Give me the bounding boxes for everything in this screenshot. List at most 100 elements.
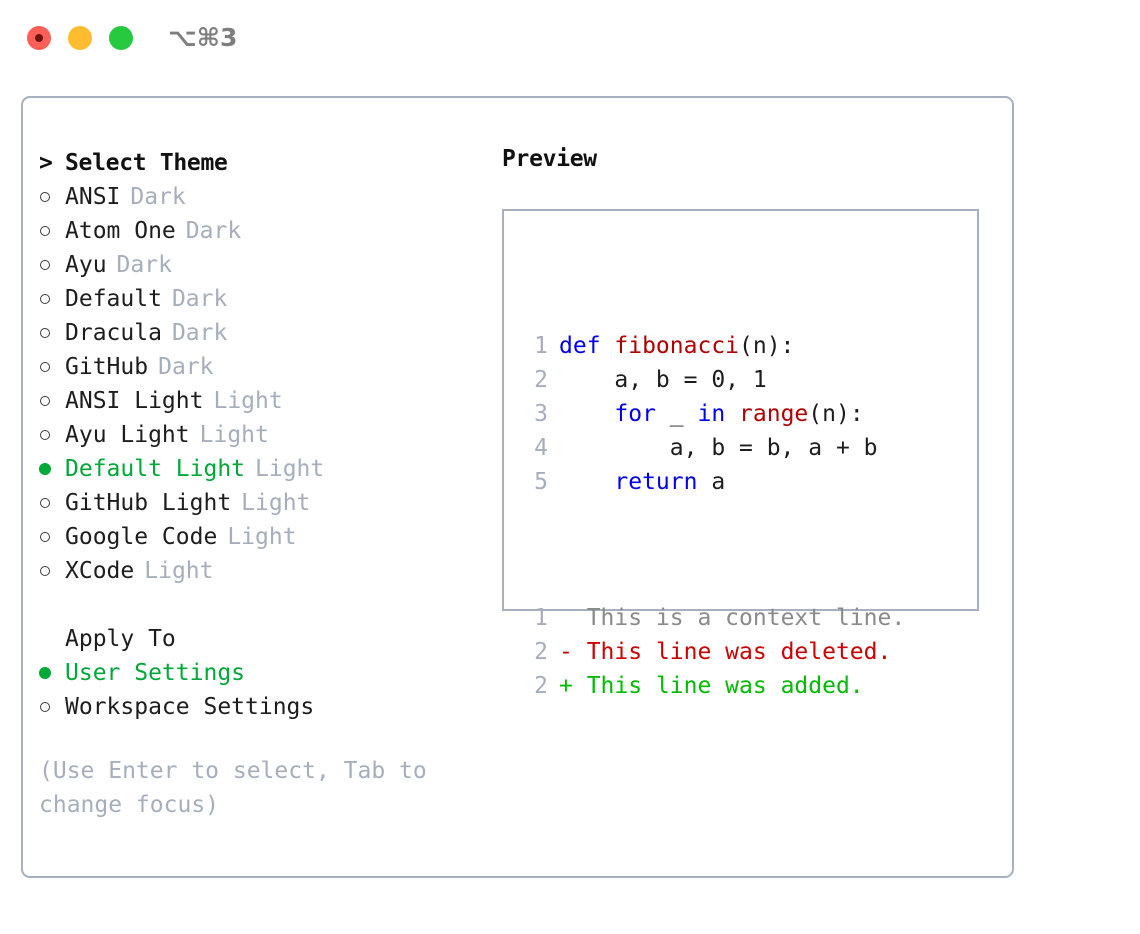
maximize-button[interactable]: [109, 26, 133, 50]
theme-option-tag: Dark: [130, 184, 186, 210]
radio-unselected-icon: [39, 486, 65, 520]
code-token: (n):: [808, 401, 864, 427]
theme-option-atom-one[interactable]: Atom One Dark: [39, 214, 499, 248]
code-line: 3 for _ in range(n):: [522, 397, 905, 431]
apply-to-option-workspace-settings[interactable]: Workspace Settings: [39, 690, 499, 724]
theme-option-label: ANSI: [65, 184, 121, 210]
diff-line-text: - This line was deleted.: [548, 635, 891, 669]
radio-unselected-icon: [39, 350, 65, 384]
code-token: a, b = 0, 1: [559, 367, 767, 393]
theme-option-label: XCode: [65, 558, 135, 584]
radio-selected-icon: [39, 452, 65, 486]
theme-option-tag: Light: [144, 558, 214, 584]
theme-option-label: Ayu: [65, 252, 107, 278]
theme-option-ayu-light[interactable]: Ayu Light Light: [39, 418, 499, 452]
apply-to-option-label: Workspace Settings: [65, 694, 315, 720]
theme-option-tag: Light: [213, 388, 283, 414]
theme-option-ansi-light[interactable]: ANSI Light Light: [39, 384, 499, 418]
code-line-text: def fibonacci(n):: [548, 329, 794, 363]
radio-selected-icon: [39, 656, 65, 690]
code-line-number: 4: [534, 435, 548, 461]
list-spacer: [39, 588, 499, 622]
theme-option-label: Default Light: [65, 456, 246, 482]
code-token: fibonacci: [614, 333, 740, 359]
code-token: _: [655, 401, 698, 427]
radio-unselected-icon: [39, 282, 65, 316]
theme-option-tag: Dark: [171, 320, 228, 346]
theme-option-ayu[interactable]: Ayu Dark: [39, 248, 499, 282]
keyboard-hint-text: (Use Enter to select, Tab to change focu…: [39, 758, 441, 818]
radio-unselected-icon: [39, 180, 65, 214]
code-token: range: [739, 401, 809, 427]
diff-line-context: 1 This is a context line.: [522, 601, 905, 635]
diff-marker: -: [559, 639, 573, 665]
theme-option-tag: Light: [199, 422, 269, 448]
code-token: def: [559, 333, 615, 359]
code-line-text: a, b = b, a + b: [548, 431, 878, 465]
code-line: 4 a, b = b, a + b: [522, 431, 905, 465]
window-title-shortcut: ⌥⌘3: [168, 23, 238, 52]
code-line-number: 5: [534, 469, 548, 495]
theme-option-label: Atom One: [65, 218, 176, 244]
apply-to-option-label: User Settings: [65, 660, 246, 686]
theme-option-ansi[interactable]: ANSI Dark: [39, 180, 499, 214]
preview-title: Preview: [502, 146, 597, 172]
diff-body: This line was deleted.: [572, 639, 892, 665]
code-token: [559, 469, 614, 495]
theme-option-google-code[interactable]: Google Code Light: [39, 520, 499, 554]
radio-unselected-icon: [39, 690, 65, 724]
diff-line-number: 2: [534, 673, 548, 699]
diff-body: This line was added.: [572, 673, 864, 699]
code-token: for: [614, 401, 656, 427]
code-line: 2 a, b = 0, 1: [522, 363, 905, 397]
diff-line-deleted: 2- This line was deleted.: [522, 635, 905, 669]
code-token: return: [614, 469, 698, 495]
diff-marker: +: [559, 673, 573, 699]
code-token: in: [697, 401, 740, 427]
theme-option-label: ANSI Light: [65, 388, 204, 414]
theme-option-label: Dracula: [65, 320, 162, 346]
radio-unselected-icon: [39, 316, 65, 350]
theme-option-dracula[interactable]: Dracula Dark: [39, 316, 499, 350]
diff-snippet: 1 This is a context line.2- This line wa…: [522, 601, 905, 703]
diff-line-text: + This line was added.: [548, 669, 864, 703]
diff-body: This is a context line.: [572, 605, 906, 631]
apply-to-label: Apply To: [65, 626, 176, 652]
diff-line-text: This is a context line.: [548, 601, 906, 635]
code-line-text: a, b = 0, 1: [548, 363, 767, 397]
theme-option-xcode[interactable]: XCode Light: [39, 554, 499, 588]
theme-option-tag: Dark: [171, 286, 228, 312]
apply-to-option-user-settings[interactable]: User Settings: [39, 656, 499, 690]
diff-line-number: 1: [534, 605, 548, 631]
radio-unselected-icon: [39, 248, 65, 282]
code-line-number: 2: [534, 367, 548, 393]
theme-option-tag: Light: [241, 490, 311, 516]
theme-option-tag: Dark: [116, 252, 172, 278]
radio-unselected-icon: [39, 384, 65, 418]
minimize-button[interactable]: [68, 26, 92, 50]
code-token: (n):: [739, 333, 795, 359]
code-token: [559, 401, 614, 427]
theme-option-tag: Dark: [185, 218, 242, 244]
code-line: 5 return a: [522, 465, 905, 499]
theme-option-label: Ayu Light: [65, 422, 190, 448]
theme-list-header: > Select Theme: [39, 146, 499, 180]
code-line-number: 1: [534, 333, 548, 359]
theme-option-label: Google Code: [65, 524, 218, 550]
radio-unselected-icon: [39, 554, 65, 588]
close-button[interactable]: [27, 26, 51, 50]
theme-option-tag: Light: [227, 524, 297, 550]
code-line-text: return a: [548, 465, 725, 499]
